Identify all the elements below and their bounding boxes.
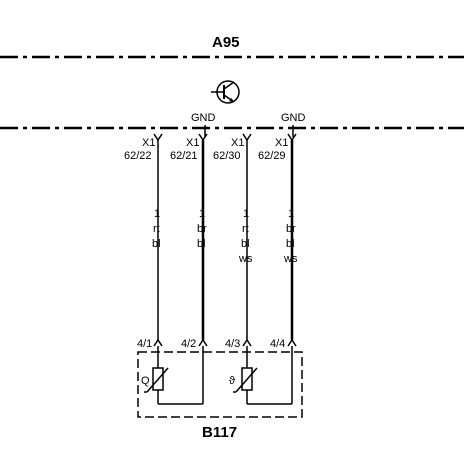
wire-1-labels: 1 rt bl (152, 208, 161, 250)
wire-3-color1: rt (242, 223, 249, 235)
module-a95: A95 (0, 34, 464, 130)
wire-1-color1: rt (153, 223, 160, 235)
wire-4-labels: 1 br bl ws (283, 208, 298, 265)
wire-3-color3: ws (238, 253, 253, 265)
wire-2-labels: 1 br bl (197, 208, 207, 250)
wire-4-size: 1 (288, 208, 294, 220)
connector-1: X1 62/22 (124, 137, 155, 162)
wire-2-bottom-terminal (198, 338, 208, 347)
sensor-q-symbol: Q (141, 375, 150, 387)
wire-2-size: 1 (199, 208, 205, 220)
connector-4-pin: 62/29 (258, 150, 286, 162)
connector-3: X1 62/30 (213, 137, 244, 162)
wire-3 (242, 133, 252, 347)
pin-label-4-1: 4/1 (137, 338, 152, 350)
connector-1-name: X1 (142, 137, 155, 149)
wire-2-color1: br (197, 223, 207, 235)
connector-3-pin: 62/30 (213, 150, 241, 162)
transistor-icon (211, 80, 240, 104)
module-a95-label: A95 (212, 34, 240, 51)
wire-4-top-terminal (287, 133, 297, 142)
thermistor-symbol: ϑ (229, 375, 235, 387)
wire-4-color2: bl (286, 238, 295, 250)
wire-2-top-terminal (198, 133, 208, 142)
connector-2-pin: 62/21 (170, 150, 198, 162)
sensor-q: Q (141, 346, 204, 405)
wire-4 (287, 133, 297, 347)
wire-1-color2: bl (152, 238, 161, 250)
wire-1-bottom-terminal (153, 338, 163, 347)
pin-label-4-2: 4/2 (181, 338, 196, 350)
gnd-label-2: GND (281, 112, 306, 124)
pin-label-4-3: 4/3 (225, 338, 240, 350)
connector-1-pin: 62/22 (124, 150, 152, 162)
connector-2-name: X1 (186, 137, 199, 149)
component-b117: B117 (137, 351, 303, 441)
connector-2: X1 62/21 (170, 137, 199, 162)
gnd-label-1: GND (191, 112, 216, 124)
wire-4-color3: ws (283, 253, 298, 265)
pin-label-4-4: 4/4 (270, 338, 285, 350)
connector-4-name: X1 (275, 137, 288, 149)
component-b117-border (137, 351, 303, 418)
wire-3-labels: 1 rt bl ws (238, 208, 253, 265)
wire-2 (198, 133, 208, 347)
wire-4-color1: br (286, 223, 296, 235)
wire-3-color2: bl (241, 238, 250, 250)
connector-4: X1 62/29 (258, 137, 288, 162)
component-b117-label: B117 (202, 424, 237, 441)
wire-2-color2: bl (197, 238, 206, 250)
thermistor-icon: ϑ (229, 346, 293, 405)
wire-1 (153, 133, 163, 347)
wire-3-bottom-terminal (242, 338, 252, 347)
wire-1-size: 1 (154, 208, 160, 220)
wire-3-size: 1 (243, 208, 249, 220)
wire-4-bottom-terminal (287, 338, 297, 347)
connector-3-name: X1 (231, 137, 244, 149)
